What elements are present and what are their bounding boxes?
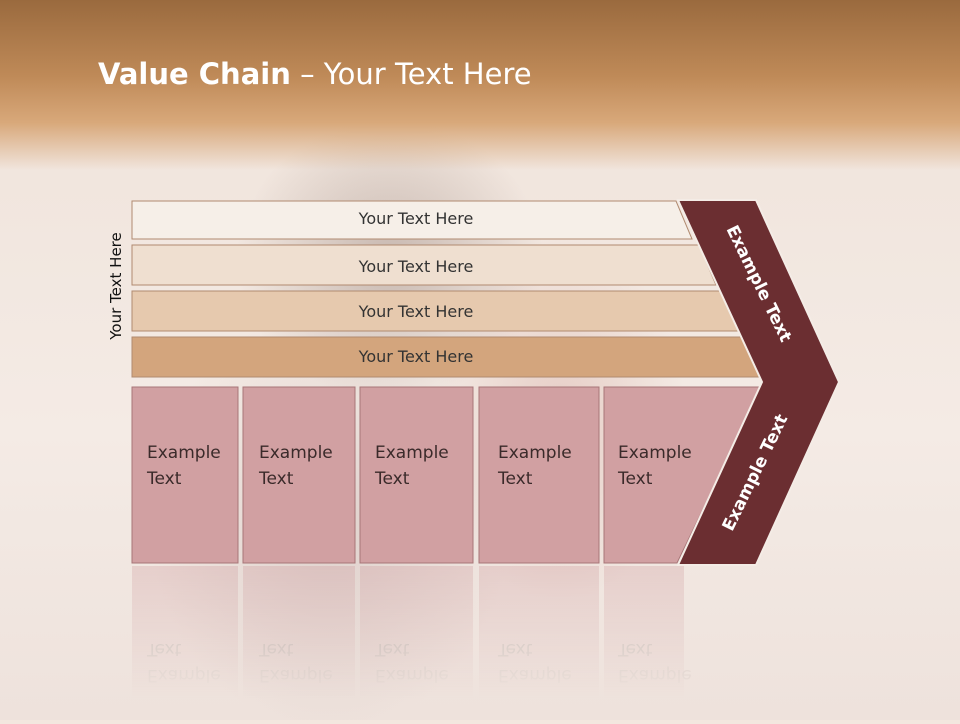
row-bar-3[interactable]: Your Text Here xyxy=(131,290,740,332)
slide-title[interactable]: Value Chain – Your Text Here xyxy=(98,52,532,96)
column-text-line2: Text xyxy=(618,469,653,489)
row-bar-label: Your Text Here xyxy=(358,347,474,366)
reflection-line: Text xyxy=(375,639,410,659)
column-text-line1: Example xyxy=(259,443,333,463)
reflection-line: Text xyxy=(498,639,533,659)
column-text-line2: Text xyxy=(498,469,533,489)
column-text-line2: Text xyxy=(259,469,294,489)
column-box-2[interactable] xyxy=(242,386,356,564)
row-bar-2[interactable]: Your Text Here xyxy=(131,244,717,286)
reflection-text: Example Text xyxy=(618,636,692,688)
reflection-text: Example Text xyxy=(147,636,221,688)
column-text-1: Example Text xyxy=(147,440,221,492)
column-text-line1: Example xyxy=(375,443,449,463)
column-text-line1: Example xyxy=(618,443,692,463)
reflection-line: Example xyxy=(618,665,692,685)
column-text-line1: Example xyxy=(498,443,572,463)
row-bar-1[interactable]: Your Text Here xyxy=(131,200,693,240)
chevron-shape[interactable] xyxy=(676,199,841,566)
column-text-5: Example Text xyxy=(618,440,692,492)
reflection-text: Example Text xyxy=(375,636,449,688)
reflection-line: Text xyxy=(147,639,182,659)
column-box-1[interactable] xyxy=(131,386,239,564)
title-band xyxy=(0,0,960,170)
reflection-line: Example xyxy=(375,665,449,685)
reflection-line: Example xyxy=(259,665,333,685)
column-text-line2: Text xyxy=(147,469,182,489)
reflection-line: Example xyxy=(498,665,572,685)
reflection-line: Text xyxy=(259,639,294,659)
reflection-text: Example Text xyxy=(498,636,572,688)
column-box-3[interactable] xyxy=(359,386,474,564)
column-text-line2: Text xyxy=(375,469,410,489)
column-box-4[interactable] xyxy=(478,386,600,564)
row-bar-label: Your Text Here xyxy=(358,257,474,276)
diagram-reflection: Example Text Example Text Example Text Exam… xyxy=(0,564,960,724)
column-box-5[interactable] xyxy=(603,386,763,564)
column-text-line1: Example xyxy=(147,443,221,463)
title-bold: Value Chain xyxy=(98,57,291,91)
row-bar-label: Your Text Here xyxy=(358,302,474,321)
row-bar-4[interactable]: Your Text Here xyxy=(131,336,764,378)
reflection-line: Text xyxy=(618,639,653,659)
column-text-4: Example Text xyxy=(498,440,572,492)
row-bar-label: Your Text Here xyxy=(358,209,474,228)
column-text-2: Example Text xyxy=(259,440,333,492)
reflection-line: Example xyxy=(147,665,221,685)
reflection-text: Example Text xyxy=(259,636,333,688)
title-rest: – Your Text Here xyxy=(290,57,532,91)
column-text-3: Example Text xyxy=(375,440,449,492)
